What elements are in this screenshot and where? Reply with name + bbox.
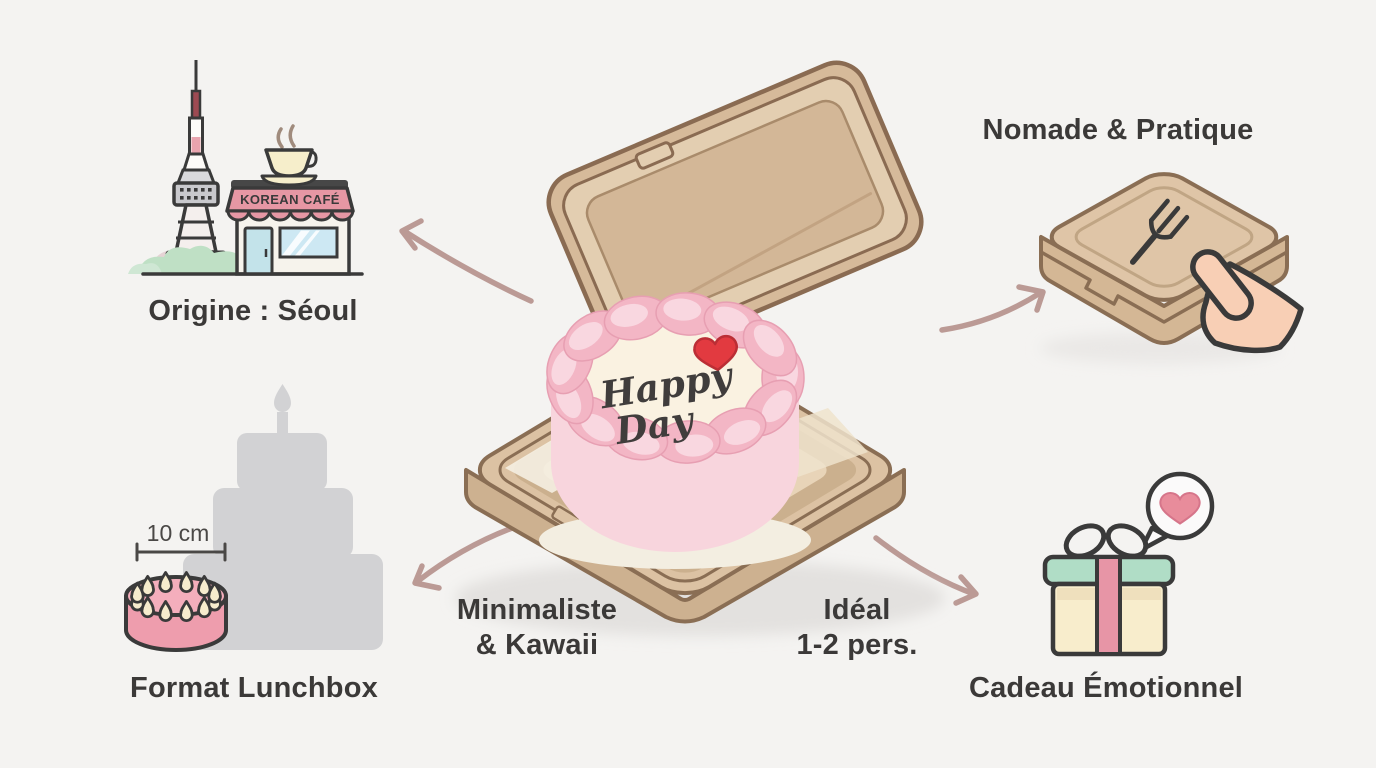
minimaliste-line2: & Kawaii (475, 629, 599, 661)
ideal-line1: Idéal (823, 594, 891, 626)
arrows (399, 218, 1046, 606)
nomade-label: Nomade & Pratique (982, 114, 1254, 146)
cafe-storefront-icon: KOREAN CAFÉ (225, 180, 355, 276)
tiered-cake-silhouette-icon (183, 384, 383, 650)
format-illustration: 10 cm (124, 384, 383, 652)
arrow-to-cadeau (873, 535, 979, 606)
minimaliste-line1: Minimaliste (456, 594, 618, 626)
heart-speech-bubble-icon (1138, 471, 1215, 553)
cream-dollops (130, 571, 222, 622)
measurement-ruler (135, 542, 227, 562)
gift-bow (1063, 523, 1149, 559)
arrow-to-format (412, 525, 515, 591)
ideal-label: Idéal 1-2 pers. (796, 593, 917, 663)
seoul-tower-icon (165, 60, 227, 266)
format-label: Format Lunchbox (130, 672, 378, 704)
mini-cake-icon (124, 571, 228, 652)
arrow-to-nomade (939, 284, 1046, 333)
cafe-sign-text: KOREAN CAFÉ (240, 192, 340, 207)
gift-box-icon (1042, 523, 1176, 657)
open-lunchbox-lid (546, 60, 924, 364)
bush-green-small (128, 263, 162, 274)
frosting-ring (546, 292, 805, 464)
heart-icon (693, 334, 739, 372)
minimaliste-label: Minimaliste & Kawaii (457, 593, 617, 663)
lid-latch-tab (634, 141, 675, 170)
center-lunchbox-illustration: Happy Day (455, 60, 945, 636)
bush-green (138, 245, 258, 274)
nomade-illustration (1039, 168, 1304, 364)
hand-icon (1190, 249, 1304, 354)
fork-icon (1129, 198, 1190, 265)
origin-label: Origine : Séoul (148, 295, 358, 327)
origin-illustration: KOREAN CAFÉ (128, 60, 364, 276)
coffee-cup-icon (260, 124, 318, 187)
cafe-door (243, 226, 274, 276)
cadeau-illustration (1042, 471, 1215, 657)
arrow-to-origin (399, 218, 534, 304)
cadeau-label: Cadeau Émotionnel (968, 672, 1244, 704)
bento-cake-icon: Happy Day (539, 292, 811, 569)
ideal-line2: 1-2 pers. (796, 629, 918, 661)
measurement-label: 10 cm (147, 520, 210, 546)
